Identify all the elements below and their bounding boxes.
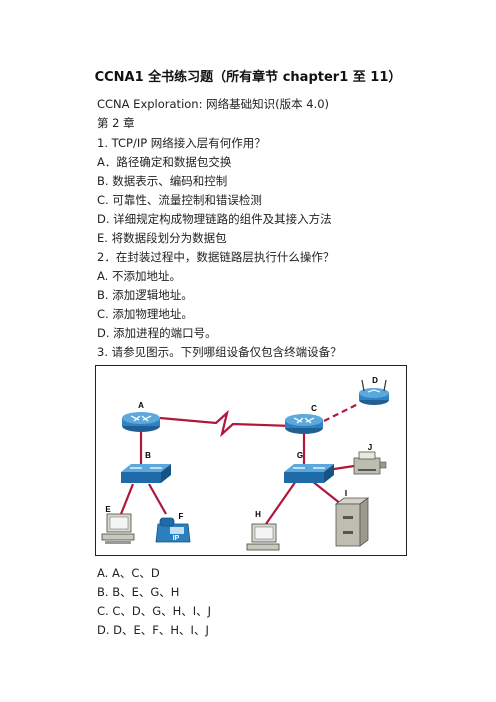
wireless-router-d-icon xyxy=(359,379,389,405)
label-f: F xyxy=(179,512,184,521)
question-2: 2．在封装过程中，数据链路层执行什么操作？ xyxy=(97,250,335,264)
link-g-h xyxy=(265,480,297,525)
switch-g-icon xyxy=(284,464,334,483)
question-3: 3. 请参见图示。下列哪组设备仅包含终端设备？ xyxy=(97,345,342,359)
network-topology-svg: A B C xyxy=(101,376,389,551)
label-g: G xyxy=(297,451,303,460)
q3-option-d: D. D、E、F、H、I、J xyxy=(97,623,209,637)
label-c: C xyxy=(311,404,317,413)
pc-h-icon xyxy=(246,523,280,551)
label-j: J xyxy=(368,443,372,452)
link-b-e xyxy=(119,483,135,515)
q1-option-a: A．路径确定和数据包交换 xyxy=(97,155,232,169)
switch-b-icon xyxy=(121,464,171,483)
link-b-f xyxy=(148,483,167,515)
q2-option-a: A. 不添加地址。 xyxy=(97,269,181,283)
label-e: E xyxy=(105,505,111,514)
q2-option-d: D. 添加进程的端口号。 xyxy=(97,326,217,340)
pc-e-icon xyxy=(101,513,135,544)
printer-j-icon xyxy=(353,451,387,475)
label-b: B xyxy=(145,451,151,460)
network-diagram: A B C xyxy=(95,365,407,556)
question-1: 1. TCP/IP 网络接入层有何作用？ xyxy=(97,136,266,150)
chapter-heading: 第 2 章 xyxy=(97,116,135,130)
q2-option-b: B. 添加逻辑地址。 xyxy=(97,288,193,302)
q3-option-c: C. C、D、G、H、I、J xyxy=(97,604,212,618)
q3-option-b: B. B、E、G、H xyxy=(97,585,180,599)
q1-option-b: B. 数据表示、编码和控制 xyxy=(97,174,228,188)
page-title: CCNA1 全书练习题（所有章节 chapter1 至 11） xyxy=(94,70,402,85)
q1-option-d: D. 详细规定构成物理链路的组件及其接入方法 xyxy=(97,212,332,226)
label-i: I xyxy=(345,489,347,498)
server-i-icon xyxy=(334,497,370,547)
phone-ip-text: IP xyxy=(173,535,180,542)
q3-option-a: A. A、C、D xyxy=(97,566,160,580)
link-a-c xyxy=(159,409,293,438)
router-c-icon xyxy=(285,414,323,434)
q2-option-c: C. 添加物理地址。 xyxy=(97,307,193,321)
label-d: D xyxy=(372,376,378,385)
router-a-icon xyxy=(122,412,160,432)
label-a: A xyxy=(138,401,144,410)
label-h: H xyxy=(255,510,261,519)
subtitle: CCNA Exploration: 网络基础知识(版本 4.0) xyxy=(97,97,330,111)
link-g-i xyxy=(311,480,342,505)
link-c-d xyxy=(323,403,359,422)
q1-option-e: E. 将数据段划分为数据包 xyxy=(97,231,227,245)
ip-phone-f-icon xyxy=(155,517,191,543)
q1-option-c: C. 可靠性、流量控制和错误检测 xyxy=(97,193,262,207)
